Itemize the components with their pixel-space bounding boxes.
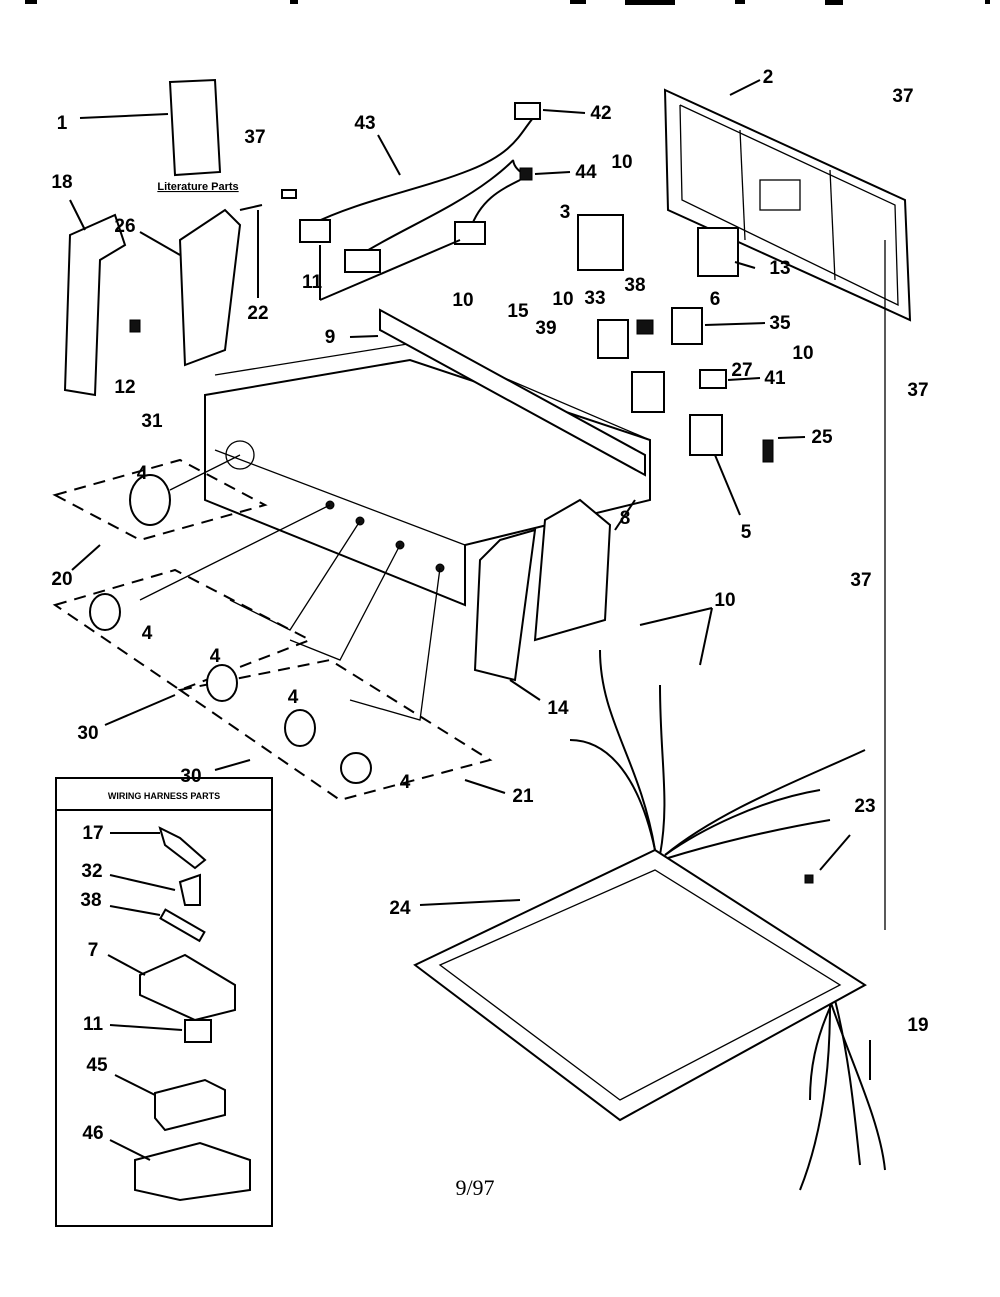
callout-37: 37 bbox=[244, 127, 265, 148]
svg-text:WIRING HARNESS PARTS: WIRING HARNESS PARTS bbox=[108, 791, 220, 801]
callout-41: 41 bbox=[764, 368, 786, 389]
left-end-cap bbox=[63, 199, 127, 397]
callout-10: 10 bbox=[714, 590, 735, 611]
callout-30: 30 bbox=[180, 766, 201, 787]
callout-4: 4 bbox=[137, 463, 148, 484]
callout-11: 11 bbox=[302, 272, 323, 293]
callout-14: 14 bbox=[547, 698, 569, 719]
callout-38: 38 bbox=[624, 275, 645, 296]
callout-9: 9 bbox=[325, 327, 336, 348]
callout-39: 39 bbox=[535, 318, 556, 339]
callout-21: 21 bbox=[512, 786, 534, 807]
back-panel bbox=[663, 79, 912, 930]
callout-31: 31 bbox=[141, 411, 163, 432]
callout-2: 2 bbox=[763, 67, 774, 88]
callout-25: 25 bbox=[811, 427, 833, 448]
callout-4: 4 bbox=[142, 623, 153, 644]
top-edge-fragments bbox=[25, 0, 990, 5]
callout-13: 13 bbox=[769, 258, 790, 279]
main-wire-harness bbox=[299, 102, 586, 301]
callout-12: 12 bbox=[114, 377, 135, 398]
callout-23: 23 bbox=[854, 796, 875, 817]
knobs bbox=[52, 454, 506, 802]
callout-22: 22 bbox=[247, 303, 268, 324]
callout-10: 10 bbox=[792, 343, 813, 364]
callout-42: 42 bbox=[590, 103, 611, 124]
wire-bundles bbox=[569, 607, 886, 1191]
callout-37: 37 bbox=[850, 570, 871, 591]
callout-10: 10 bbox=[452, 290, 473, 311]
wiring-harness-parts-box: WIRING HARNESS PARTS 17 32 38 7 11 45 46 bbox=[55, 777, 273, 1227]
callout-1: 1 bbox=[57, 113, 68, 134]
callout-6: 6 bbox=[710, 289, 721, 310]
callout-37: 37 bbox=[907, 380, 928, 401]
callout-37: 37 bbox=[892, 86, 913, 107]
date-code: 9/97 bbox=[455, 1175, 494, 1200]
switches bbox=[577, 214, 806, 531]
callout-43: 43 bbox=[354, 113, 375, 134]
part-46: 46 bbox=[82, 1123, 103, 1144]
callout-35: 35 bbox=[769, 313, 791, 334]
top-panel bbox=[413, 848, 867, 1122]
callout-20: 20 bbox=[51, 569, 72, 590]
svg-text:Literature Parts: Literature Parts bbox=[157, 181, 238, 193]
callout-4: 4 bbox=[210, 646, 221, 667]
callout-18: 18 bbox=[51, 172, 72, 193]
part-32: 32 bbox=[81, 861, 102, 882]
callout-5: 5 bbox=[741, 522, 752, 543]
callout-15: 15 bbox=[507, 301, 529, 322]
callout-4: 4 bbox=[400, 772, 411, 793]
callout-10: 10 bbox=[552, 289, 573, 310]
callout-24: 24 bbox=[389, 898, 411, 919]
part-45: 45 bbox=[86, 1055, 108, 1076]
callout-26: 26 bbox=[114, 216, 135, 237]
callout-labels: 1 37 43 42 2 37 18 26 44 10 3 13 22 11 1… bbox=[51, 67, 928, 1036]
part-11: 11 bbox=[83, 1014, 104, 1035]
part-7: 7 bbox=[88, 940, 99, 961]
part-38: 38 bbox=[80, 890, 101, 911]
callout-30: 30 bbox=[77, 723, 98, 744]
callout-3: 3 bbox=[560, 202, 571, 223]
right-bracket bbox=[473, 498, 612, 701]
callout-8: 8 bbox=[620, 508, 631, 529]
callout-33: 33 bbox=[584, 288, 605, 309]
callout-19: 19 bbox=[907, 1015, 928, 1036]
callout-4: 4 bbox=[288, 687, 299, 708]
part-17: 17 bbox=[82, 823, 103, 844]
control-strip bbox=[349, 308, 646, 477]
callout-10: 10 bbox=[611, 152, 632, 173]
callout-27: 27 bbox=[731, 360, 752, 381]
literature-booklet: Literature Parts bbox=[79, 78, 239, 193]
callout-44: 44 bbox=[575, 162, 597, 183]
left-bracket bbox=[129, 189, 297, 367]
